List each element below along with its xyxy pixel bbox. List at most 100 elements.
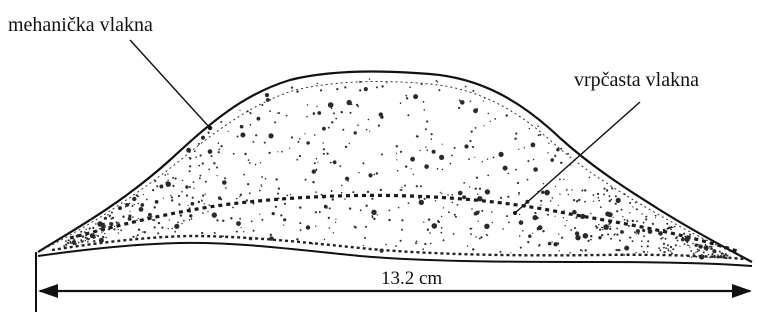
stipple-dot: [519, 214, 520, 215]
stipple-dot: [118, 229, 119, 230]
stipple-dot: [610, 226, 611, 227]
stipple-dot: [228, 131, 229, 132]
stipple-dot: [471, 131, 473, 133]
stipple-dot: [397, 170, 399, 172]
stipple-dot: [166, 182, 168, 184]
stipple-dot: [140, 203, 144, 207]
ribbon-fibers-leader: [515, 102, 640, 213]
stipple-dot: [635, 252, 636, 253]
stipple-dot: [269, 236, 274, 241]
stipple-dot: [410, 157, 415, 162]
stipple-dot: [283, 225, 284, 226]
stipple-dot: [629, 202, 631, 204]
stipple-dot: [377, 214, 378, 215]
stipple-dot: [220, 198, 222, 200]
stipple-dot: [618, 249, 620, 251]
stipple-dot: [411, 168, 412, 169]
stipple-dot: [154, 206, 156, 208]
stipple-dot: [619, 221, 620, 222]
stipple-dot: [85, 240, 86, 241]
stipple-dot: [542, 230, 544, 232]
stipple-dot: [193, 188, 194, 189]
stipple-dot: [616, 210, 618, 212]
stipple-dot: [714, 256, 716, 258]
stipple-dot: [572, 210, 577, 215]
stipple-dot: [629, 237, 630, 238]
stipple-dot: [212, 212, 217, 217]
stipple-dot: [532, 233, 533, 234]
stipple-dot: [717, 254, 719, 256]
stipple-dot: [380, 249, 384, 253]
stipple-dot: [477, 194, 478, 195]
stipple-dot: [624, 219, 626, 221]
stipple-dot: [336, 88, 338, 90]
stipple-dot: [274, 121, 276, 123]
stipple-dot: [467, 245, 468, 246]
stipple-dot: [624, 193, 626, 195]
stipple-dot: [529, 128, 530, 129]
stipple-dot: [405, 165, 407, 167]
stipple-dot: [563, 217, 564, 218]
stipple-dot: [345, 146, 347, 148]
stipple-dot: [316, 106, 317, 107]
stipple-dot: [547, 209, 549, 211]
stipple-dot: [470, 233, 472, 235]
stipple-dot: [679, 246, 680, 247]
stipple-dot: [400, 102, 402, 104]
stipple-dot: [453, 233, 455, 235]
stipple-dot: [492, 222, 493, 223]
stipple-dot: [208, 204, 210, 206]
stipple-dot: [335, 222, 336, 223]
stipple-dot: [179, 195, 180, 196]
stipple-dot: [663, 243, 665, 245]
stipple-dot: [360, 209, 362, 211]
stipple-dot: [432, 150, 436, 154]
stipple-dot: [423, 101, 425, 103]
stipple-dot: [371, 198, 373, 200]
stipple-dot: [443, 239, 445, 241]
stipple-dot: [369, 131, 370, 132]
stipple-dot: [479, 238, 481, 240]
stipple-dot: [689, 247, 690, 248]
stipple-dot: [508, 173, 510, 175]
stipple-dot: [200, 154, 202, 156]
stipple-dot: [102, 228, 104, 230]
stipple-dot: [484, 98, 485, 99]
stipple-dot: [327, 153, 329, 155]
stipple-dot: [632, 206, 633, 207]
stipple-dot: [499, 251, 501, 253]
stipple-dot: [283, 218, 286, 221]
stipple-dot: [290, 194, 291, 195]
stipple-dot: [307, 104, 308, 105]
stipple-dot: [132, 216, 134, 218]
stipple-dot: [192, 197, 194, 199]
stipple-dot: [202, 212, 204, 214]
stipple-dot: [432, 223, 438, 229]
stipple-dot: [424, 109, 426, 111]
stipple-dot: [249, 162, 251, 164]
stipple-dot: [323, 142, 324, 143]
stipple-dot: [232, 207, 234, 209]
stipple-dot: [202, 201, 203, 202]
stipple-dot: [354, 226, 356, 228]
stipple-dot: [590, 213, 591, 214]
stipple-dot: [186, 194, 188, 196]
stipple-dot: [478, 221, 479, 222]
stipple-dot: [182, 180, 184, 182]
stipple-dot: [457, 204, 459, 206]
stipple-dot: [342, 129, 344, 131]
stipple-dot: [655, 217, 656, 218]
stipple-dot: [243, 231, 244, 232]
stipple-dot: [109, 215, 111, 217]
stipple-dot: [376, 86, 378, 88]
stipple-dot: [538, 134, 540, 136]
stipple-dot: [684, 236, 686, 238]
stipple-dot: [291, 87, 293, 89]
stipple-dot: [253, 230, 255, 232]
stipple-dot: [139, 207, 144, 212]
stipple-dot: [268, 133, 273, 138]
stipple-dot: [454, 147, 456, 149]
stipple-dot: [483, 101, 484, 102]
stipple-dot: [163, 198, 164, 199]
stipple-dot: [152, 219, 154, 221]
